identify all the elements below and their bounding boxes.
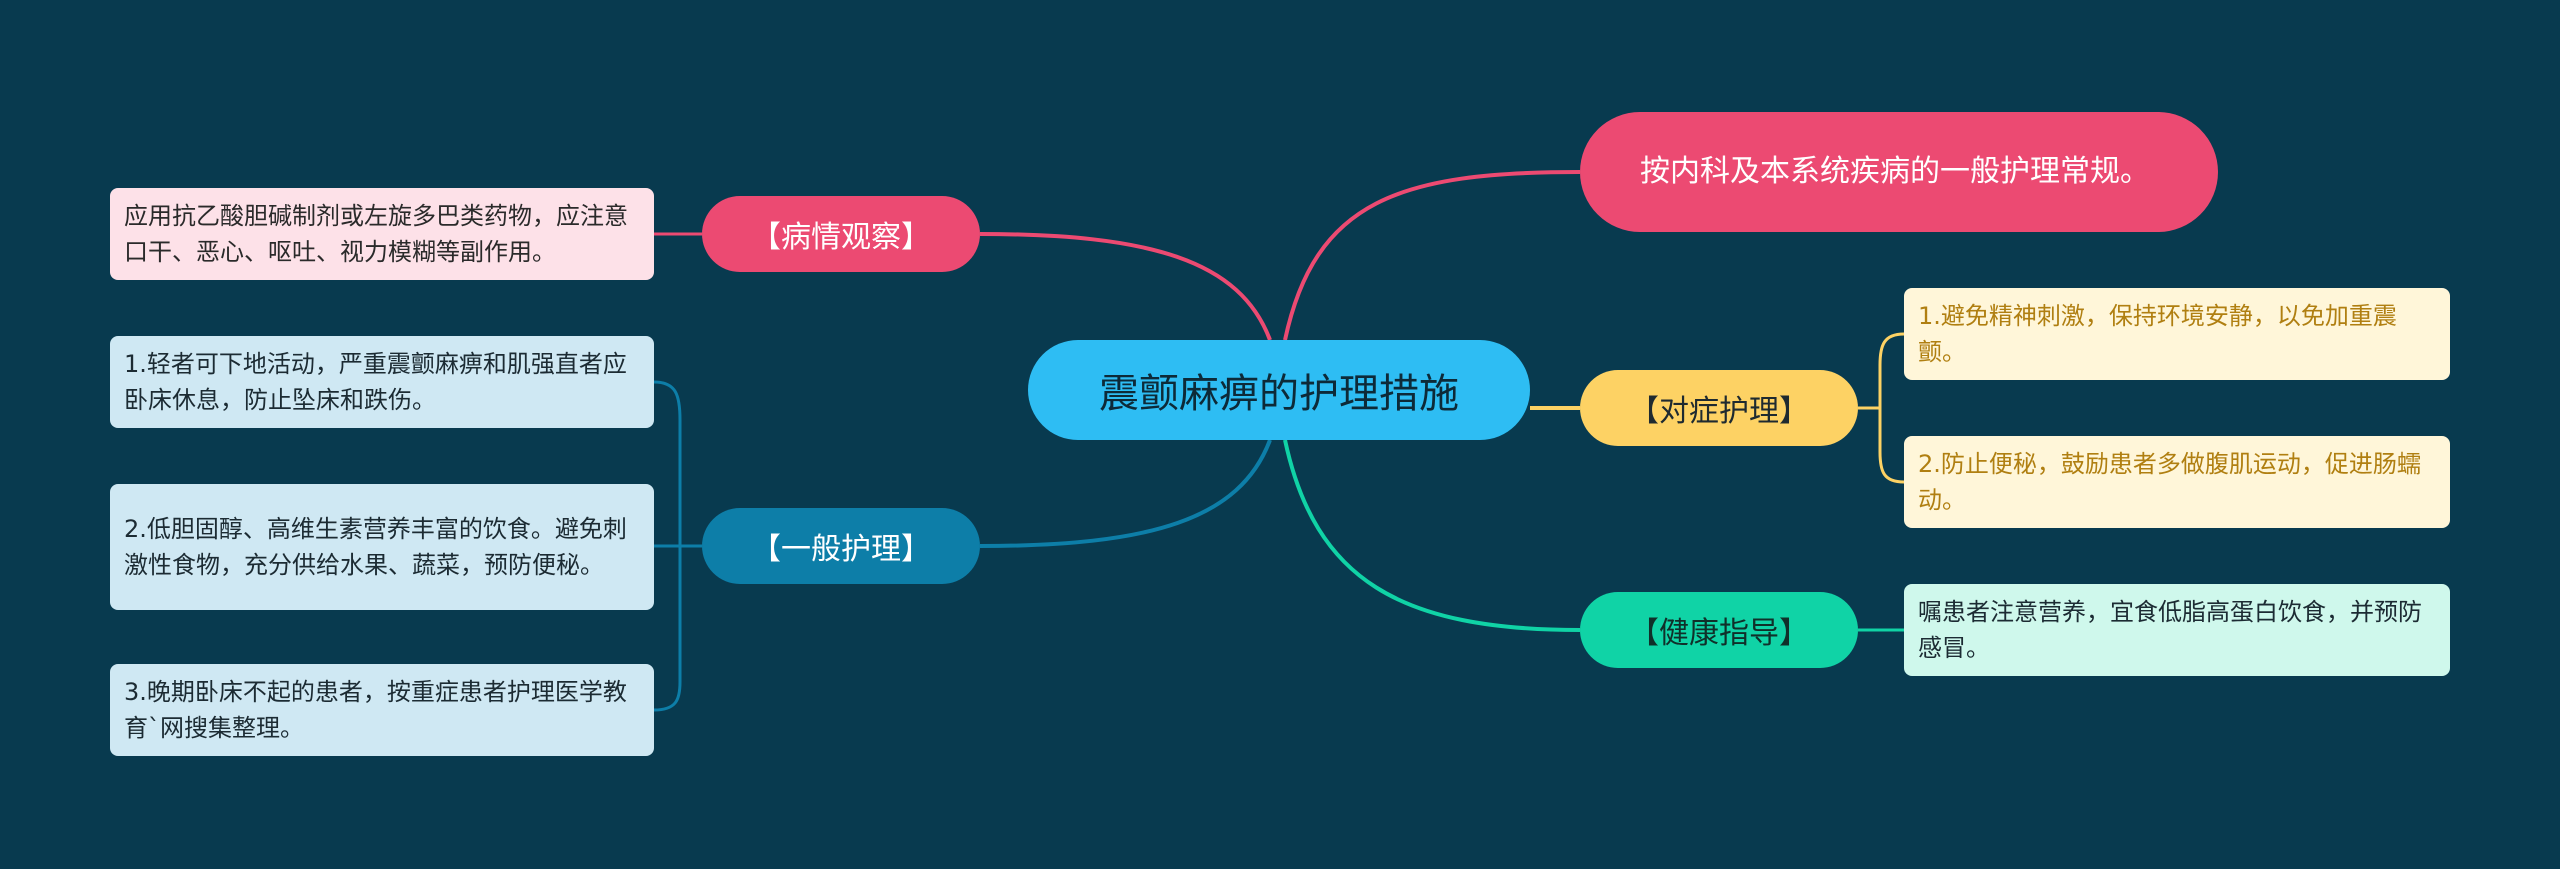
branch-general-care-label: 【一般护理】: [751, 532, 931, 567]
leaf-general-care-3-text: 3.晚期卧床不起的患者，按重症患者护理医学教育`网搜集整理。: [124, 678, 627, 742]
leaf-general-care-3[interactable]: 3.晚期卧床不起的患者，按重症患者护理医学教育`网搜集整理。: [110, 664, 654, 756]
leaf-health-guidance[interactable]: 嘱患者注意营养，宜食低脂高蛋白饮食，并预防感冒。: [1904, 584, 2450, 676]
leaf-symptomatic-care-1-text: 1.避免精神刺激，保持环境安静，以免加重震颤。: [1918, 302, 2397, 366]
branch-routine-care-label: 按内科及本系统疾病的一般护理常规。: [1640, 154, 2150, 189]
branch-symptomatic-care[interactable]: 【对症护理】: [1580, 370, 1858, 446]
leaf-health-guidance-text: 嘱患者注意营养，宜食低脂高蛋白饮食，并预防感冒。: [1918, 598, 2422, 662]
leaf-general-care-2[interactable]: 2.低胆固醇、高维生素营养丰富的饮食。避免刺激性食物，充分供给水果、蔬菜，预防便…: [110, 484, 654, 610]
leaf-symptomatic-care-2-text: 2.防止便秘，鼓励患者多做腹肌运动，促进肠蠕动。: [1918, 450, 2421, 514]
leaf-general-care-2-text: 2.低胆固醇、高维生素营养丰富的饮食。避免刺激性食物，充分供给水果、蔬菜，预防便…: [124, 515, 627, 579]
leaf-symptomatic-care-1[interactable]: 1.避免精神刺激，保持环境安静，以免加重震颤。: [1904, 288, 2450, 380]
branch-health-guidance-label: 【健康指导】: [1629, 616, 1809, 651]
root-topic[interactable]: 震颤麻痹的护理措施: [1028, 340, 1530, 440]
branch-condition-observation[interactable]: 【病情观察】: [702, 196, 980, 272]
branch-routine-care[interactable]: 按内科及本系统疾病的一般护理常规。: [1580, 112, 2218, 232]
leaf-symptomatic-care-2[interactable]: 2.防止便秘，鼓励患者多做腹肌运动，促进肠蠕动。: [1904, 436, 2450, 528]
leaf-general-care-1-text: 1.轻者可下地活动，严重震颤麻痹和肌强直者应卧床休息，防止坠床和跌伤。: [124, 350, 627, 414]
branch-general-care[interactable]: 【一般护理】: [702, 508, 980, 584]
leaf-observation-text: 应用抗乙酸胆碱制剂或左旋多巴类药物，应注意口干、恶心、呕吐、视力模糊等副作用。: [124, 202, 628, 266]
branch-symptomatic-care-label: 【对症护理】: [1629, 394, 1809, 429]
leaf-general-care-1[interactable]: 1.轻者可下地活动，严重震颤麻痹和肌强直者应卧床休息，防止坠床和跌伤。: [110, 336, 654, 428]
leaf-observation-note[interactable]: 应用抗乙酸胆碱制剂或左旋多巴类药物，应注意口干、恶心、呕吐、视力模糊等副作用。: [110, 188, 654, 280]
branch-condition-observation-label: 【病情观察】: [751, 220, 931, 255]
root-topic-label: 震颤麻痹的护理措施: [1099, 371, 1459, 417]
branch-health-guidance[interactable]: 【健康指导】: [1580, 592, 1858, 668]
